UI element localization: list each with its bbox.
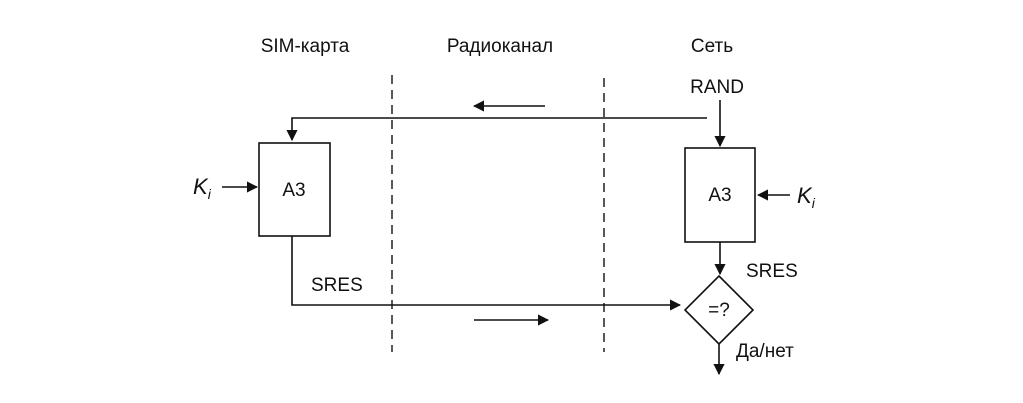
sim-a3-block [258,142,331,237]
rand-to-sim-a3-line [286,117,707,142]
sim-ki-label: Ki [193,174,212,202]
sim-sres-line [291,236,682,311]
sim-sres-label: SRES [311,275,363,296]
column-header-network: Сеть [691,36,733,57]
column-header-radio: Радиоканал [447,36,553,57]
comparator-label: =? [708,300,730,321]
sim-a3-label: A3 [282,180,305,201]
net-a3-label: A3 [708,185,731,206]
result-label: Да/нет [736,341,794,362]
net-ki-label: Ki [797,183,816,211]
net-sres-label: SRES [746,261,798,282]
column-header-sim: SIM-карта [261,36,350,57]
rand-label: RAND [690,77,744,98]
